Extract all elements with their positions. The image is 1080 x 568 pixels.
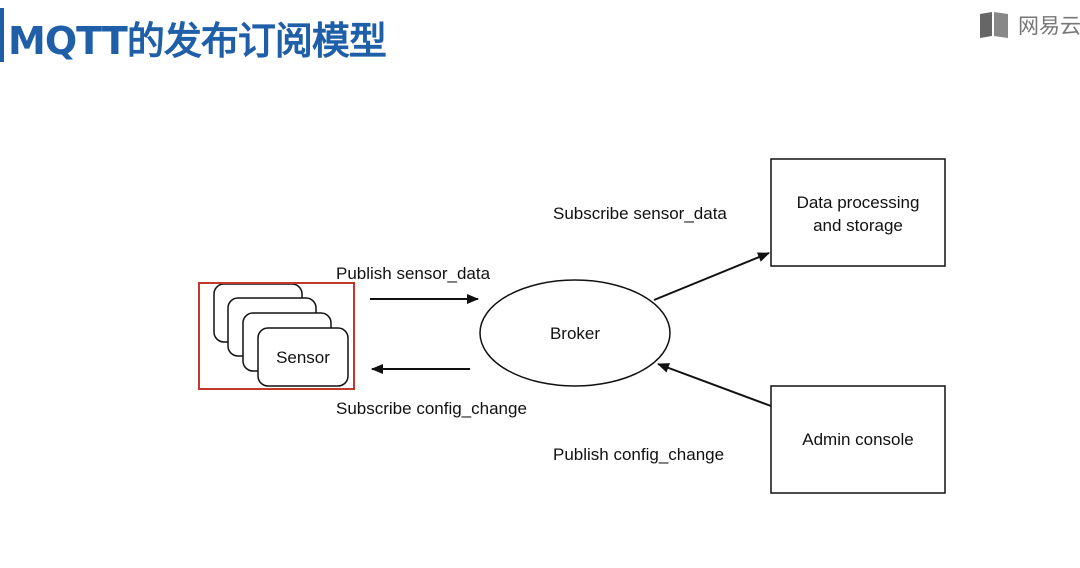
admin-console-node: [770, 385, 946, 494]
brand-logo-text: 网易云: [1018, 14, 1080, 38]
sensor-stack: Sensor: [213, 283, 349, 387]
subscribe-sensor-data-label: Subscribe sensor_data: [553, 204, 727, 223]
data-processing-label-line2: and storage: [813, 216, 903, 235]
sensor-label: Sensor: [276, 348, 330, 367]
broker-node: [479, 279, 671, 387]
publish-config-change-arrow: [657, 363, 772, 407]
sensor-card-front: [257, 327, 349, 387]
data-processing-label-line1: Data processing: [797, 193, 920, 212]
title-accent-bar: [0, 8, 4, 62]
admin-console-label: Admin console: [802, 430, 914, 449]
publish-sensor-data-label: Publish sensor_data: [336, 264, 491, 283]
broker-label: Broker: [550, 324, 600, 343]
brand-logo: 网易云: [978, 10, 1080, 40]
subscribe-sensor-data-arrow: [653, 252, 770, 301]
slide-title: MQTT的发布订阅模型: [8, 19, 387, 63]
publish-config-change-label: Publish config_change: [553, 445, 724, 464]
subscribe-config-change-label: Subscribe config_change: [336, 399, 527, 418]
book-icon: [980, 12, 1008, 38]
sensor-highlight-box: [198, 282, 355, 390]
data-processing-node: [770, 158, 946, 267]
